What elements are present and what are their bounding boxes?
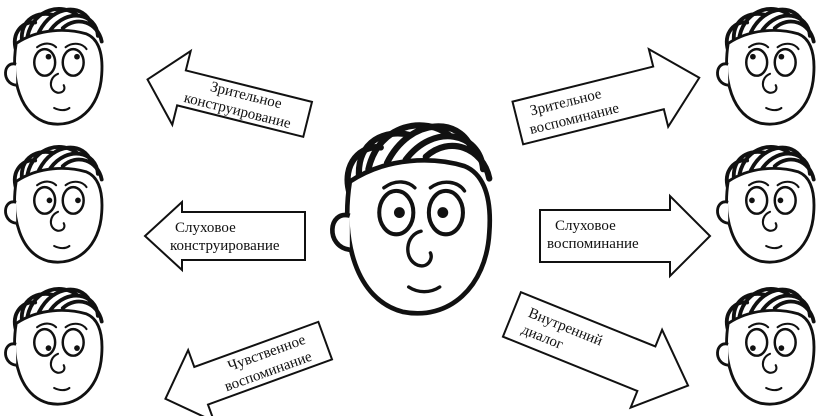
arrow-label-line2: конструирование bbox=[170, 238, 280, 254]
arrow-label-line2: воспоминание bbox=[547, 236, 639, 252]
arrow-top-right: Зрительное воспоминание bbox=[508, 39, 709, 162]
face-bottom-right bbox=[718, 289, 814, 404]
face-top-right bbox=[718, 9, 814, 124]
face-mid-left bbox=[6, 147, 102, 262]
face-top-left bbox=[6, 9, 102, 124]
center-right-eye bbox=[429, 191, 463, 234]
arrow-mid-left: Слуховое конструирование bbox=[145, 202, 305, 270]
arrow-bottom-left: Чувственное воспоминание bbox=[152, 305, 338, 416]
arrow-mid-right: Слуховое воспоминание bbox=[540, 196, 710, 276]
center-face bbox=[332, 125, 489, 313]
arrow-label-line1: Слуховое bbox=[555, 218, 616, 234]
face-bottom-left bbox=[6, 289, 102, 404]
face-mid-right bbox=[718, 147, 814, 262]
center-left-eye bbox=[379, 191, 413, 234]
arrow-label-line1: Слуховое bbox=[175, 220, 236, 236]
arrow-bottom-right: Внутренний диалог bbox=[496, 275, 704, 416]
arrow-top-left: Зрительное конструирование bbox=[138, 43, 316, 157]
